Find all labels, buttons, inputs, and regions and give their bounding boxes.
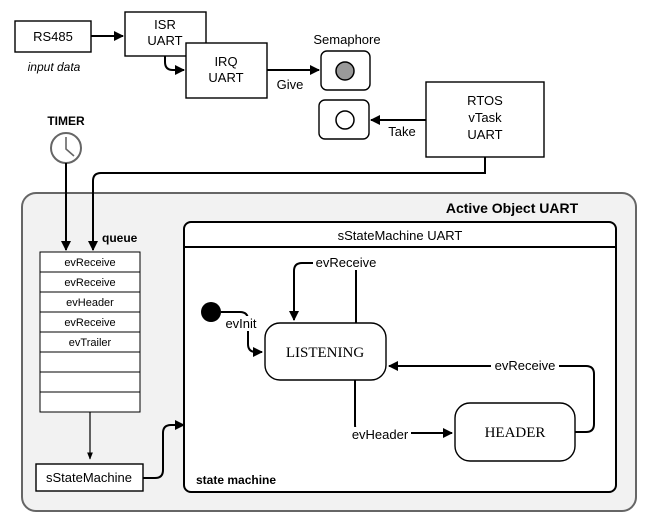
active-object-title: Active Object UART [446, 200, 579, 216]
edge-dispatcher-to-state-machine [143, 420, 185, 479]
rtos-line2: vTask [468, 110, 502, 125]
queue-item-label: evReceive [64, 317, 115, 329]
transition-self-loop-label: evReceive [316, 255, 377, 270]
state-machine-footer: state machine [196, 473, 276, 487]
state-header-label: HEADER [485, 425, 546, 441]
queue-cell-box [39, 391, 141, 413]
input-data-label: input data [28, 60, 81, 74]
transition-init-label: evInit [225, 316, 256, 331]
clock-hands-icon [65, 137, 75, 157]
queue-label: queue [102, 231, 138, 245]
state-listening-label: LISTENING [286, 345, 364, 361]
queue-item-label: evReceive [64, 257, 115, 269]
transition-to-header-label: evHeader [352, 427, 409, 442]
irq-uart-box [185, 42, 268, 99]
semaphore-taken-token [335, 61, 355, 81]
transition-back-label: evReceive [495, 358, 556, 373]
queue-cell: evReceive [39, 311, 141, 333]
transition-back-label-bg [491, 358, 559, 373]
queue-cell [39, 391, 141, 413]
irq-uart-line2: UART [208, 70, 243, 85]
edge-rtos-to-queue [88, 157, 486, 251]
queue-cell: evHeader [39, 291, 141, 313]
queue-list: evReceive evReceive evHeader evReceive evTra… [39, 251, 141, 413]
queue-cell [39, 351, 141, 373]
queue-cell-box [39, 371, 141, 393]
state-machine-title: sStateMachine UART [338, 228, 463, 243]
edge-isr-to-irq [164, 56, 185, 75]
transition-init [221, 311, 263, 357]
queue-item-label: evHeader [66, 297, 114, 309]
dispatcher-box [35, 463, 144, 492]
queue-cell: evReceive [39, 271, 141, 293]
isr-uart-line1: ISR [154, 17, 176, 32]
transition-init-label-bg [223, 316, 259, 331]
irq-uart-line1: IRQ [214, 54, 237, 69]
state-listening [264, 322, 387, 381]
rs485-label: RS485 [33, 29, 73, 44]
give-label: Give [277, 77, 304, 92]
take-label: Take [388, 124, 415, 139]
semaphore-free-token [335, 110, 355, 130]
queue-cell: evTrailer [39, 331, 141, 353]
queue-cell [39, 371, 141, 393]
isr-uart-line2: UART [147, 33, 182, 48]
rs485-box [14, 20, 92, 53]
transition-self-loop [289, 262, 357, 323]
timer-label: TIMER [47, 114, 85, 128]
initial-pseudostate [201, 302, 221, 322]
dispatcher-label: sStateMachine [46, 470, 132, 485]
rtos-line3: UART [467, 127, 502, 142]
queue-cell-box [39, 351, 141, 373]
transition-to-header-label-bg [349, 427, 411, 442]
transition-self-loop-label-bg [313, 255, 379, 270]
queue-item-label: evTrailer [69, 337, 112, 349]
queue-cell: evReceive [39, 251, 141, 273]
transition-back-to-listening [388, 361, 595, 433]
rtos-line1: RTOS [467, 93, 503, 108]
semaphore-label: Semaphore [313, 32, 380, 47]
queue-item-label: evReceive [64, 277, 115, 289]
